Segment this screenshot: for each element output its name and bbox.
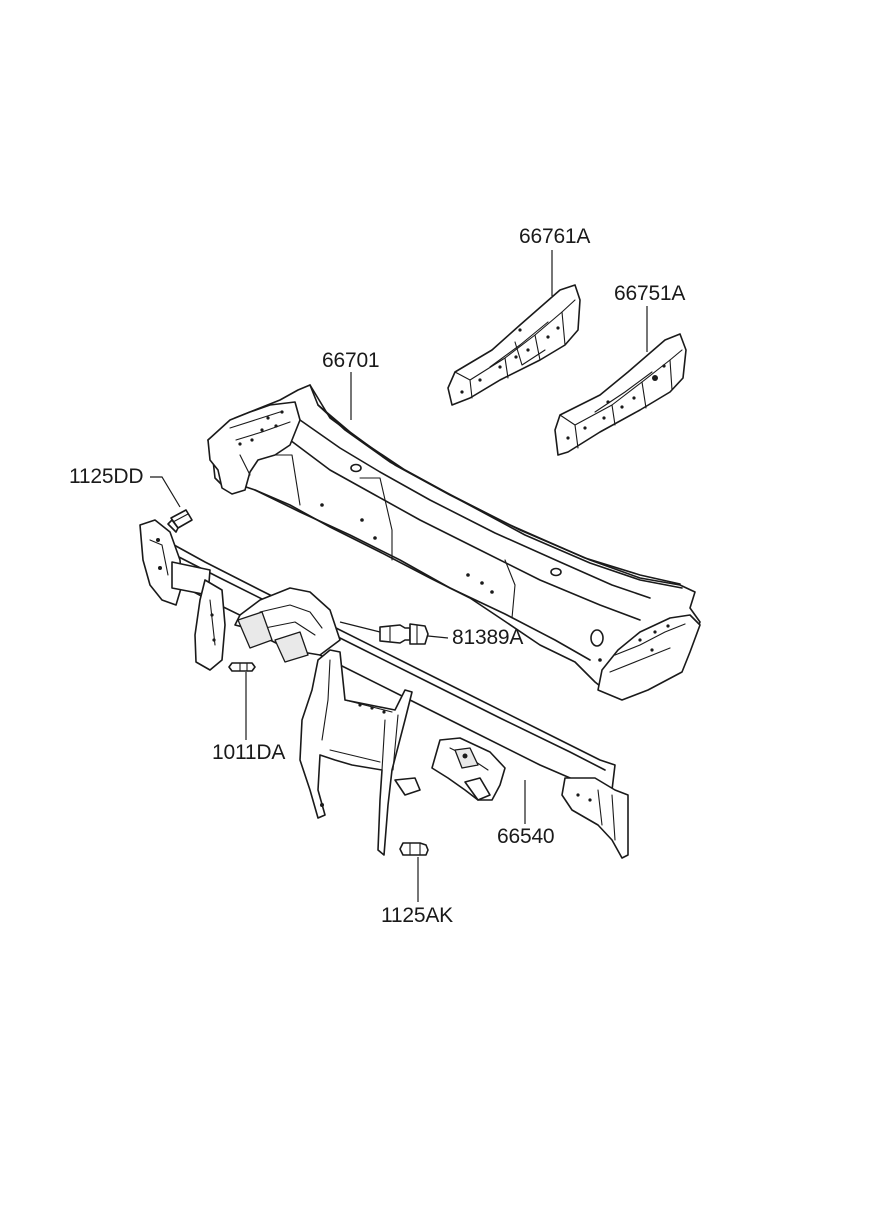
label-66540: 66540 — [497, 825, 555, 848]
label-81389A: 81389A — [452, 626, 524, 649]
leader-81389A-tip — [339, 621, 381, 633]
leader-1125DD — [150, 476, 181, 508]
part-1011DA-bolt[interactable] — [228, 662, 256, 672]
label-1125AK: 1125AK — [381, 904, 453, 927]
part-66751A-bracket[interactable] — [554, 333, 687, 456]
part-66761A-bracket[interactable] — [447, 284, 581, 406]
part-1125AK-bolt[interactable] — [399, 842, 429, 856]
part-1125DD-bolt[interactable] — [167, 509, 193, 533]
leader-lines — [150, 250, 648, 902]
label-66761A: 66761A — [519, 225, 591, 248]
label-1011DA: 1011DA — [212, 741, 286, 764]
label-66751A: 66751A — [614, 282, 686, 305]
part-81389A-clip[interactable] — [379, 623, 429, 645]
label-1125DD: 1125DD — [69, 465, 144, 488]
leader-81389A — [427, 635, 449, 639]
part-66540-cross-member[interactable] — [139, 519, 629, 859]
label-66701: 66701 — [322, 349, 380, 372]
part-66701-cowl-panel[interactable] — [207, 384, 701, 701]
